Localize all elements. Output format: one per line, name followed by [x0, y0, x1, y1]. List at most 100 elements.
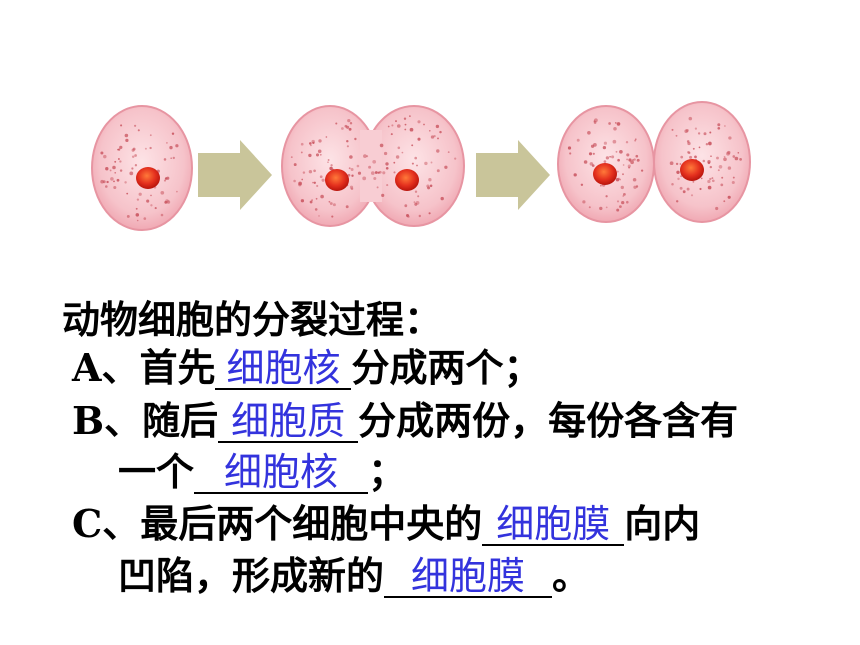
cytoplasm-dot [347, 173, 351, 177]
cytoplasm-dot [312, 181, 314, 184]
cytoplasm-dot [314, 208, 318, 211]
cytoplasm-dot [436, 169, 440, 173]
cytoplasm-dot [675, 200, 679, 203]
cytoplasm-dot [703, 132, 707, 136]
cytoplasm-dot [435, 124, 440, 129]
cytoplasm-dot [383, 151, 388, 156]
cytoplasm-dot [582, 200, 586, 204]
cytoplasm-dot [149, 146, 152, 150]
cytoplasm-dot [110, 177, 114, 181]
cytoplasm-dot [626, 153, 630, 157]
cytoplasm-dot [313, 181, 316, 184]
cytoplasm-dot [391, 124, 394, 127]
cytoplasm-dot [709, 165, 713, 169]
cytoplasm-dot [379, 143, 384, 148]
cytoplasm-dot [401, 151, 404, 154]
cytoplasm-dot [349, 155, 353, 159]
cytoplasm-dot [734, 156, 739, 161]
cytoplasm-dot [346, 139, 349, 143]
step-a: A、首先细胞核分成两个； [72, 344, 542, 392]
cytoplasm-dot [386, 184, 389, 187]
cytoplasm-dot [605, 156, 610, 160]
cytoplasm-dot [320, 194, 324, 199]
cytoplasm-dot [346, 145, 349, 148]
cytoplasm-dot [611, 155, 615, 159]
cytoplasm-dot [731, 180, 735, 185]
cytoplasm-dot [335, 122, 338, 125]
cytoplasm-dot [679, 163, 682, 165]
cytoplasm-dot [372, 159, 377, 164]
cytoplasm-dot [415, 201, 420, 205]
cytoplasm-dot [374, 171, 378, 174]
cytoplasm-dot [134, 154, 137, 157]
cytoplasm-dot [387, 125, 390, 128]
cytoplasm-dot [154, 207, 157, 210]
cytoplasm-dot [136, 198, 140, 201]
cytoplasm-dot [737, 152, 740, 154]
cytoplasm-dot [345, 205, 349, 209]
cytoplasm-dot [720, 183, 724, 187]
cytoplasm-dot [600, 184, 602, 187]
cytoplasm-dot [724, 125, 726, 127]
arrow-right-icon [198, 140, 272, 210]
cytoplasm-dot [414, 156, 418, 160]
cytoplasm-dot [293, 163, 297, 167]
cytoplasm-dot [616, 200, 620, 203]
cytoplasm-dot [116, 178, 120, 182]
cytoplasm-dot [120, 124, 123, 127]
cytoplasm-dot [134, 124, 137, 127]
cytoplasm-dot [692, 180, 695, 183]
cytoplasm-dot [300, 199, 305, 203]
cytoplasm-dot [616, 208, 620, 212]
cytoplasm-dot [350, 168, 354, 171]
cytoplasm-dot [393, 171, 396, 174]
cytoplasm-dot [409, 127, 414, 132]
cytoplasm-dot [330, 164, 333, 167]
cell-stage-2 [281, 105, 465, 227]
cytoplasm-dot [675, 162, 679, 166]
nucleus [593, 163, 617, 185]
cytoplasm-dot [603, 141, 607, 145]
cytoplasm-dot [622, 195, 625, 197]
cytoplasm-dot [160, 213, 164, 217]
cytoplasm-dot [602, 145, 607, 150]
cytoplasm-dot [381, 193, 385, 197]
cytoplasm-dot [620, 185, 624, 190]
cytoplasm-dot [708, 141, 712, 146]
cytoplasm-dot [315, 153, 320, 157]
step-b-continued: 一个细胞核； [118, 448, 406, 496]
cytoplasm-dot [404, 204, 408, 208]
cytoplasm-dot [404, 123, 407, 126]
cytoplasm-dot [687, 141, 691, 146]
cytoplasm-dot [613, 127, 617, 131]
cytoplasm-dot [615, 150, 618, 153]
cytoplasm-dot [727, 195, 731, 199]
cytoplasm-dot [721, 176, 724, 179]
cytoplasm-dot [135, 213, 140, 217]
cytoplasm-dot [311, 139, 315, 144]
cytoplasm-dot [588, 152, 593, 156]
cytoplasm-dot [424, 161, 428, 166]
cytoplasm-dot [621, 200, 625, 205]
cytoplasm-dot [727, 166, 732, 170]
cytoplasm-dot [717, 169, 720, 172]
step-suffix: 分成两份，每份各含有 [358, 398, 739, 443]
cytoplasm-dot [313, 169, 316, 173]
cytoplasm-dot [321, 178, 325, 182]
cytoplasm-dot [131, 167, 134, 170]
cytoplasm-dot [363, 154, 367, 158]
cytoplasm-dot [348, 167, 351, 170]
cytoplasm-dot [739, 158, 742, 161]
cell-division-diagram [91, 101, 751, 231]
cytoplasm-dot [373, 176, 377, 181]
cytoplasm-dot [164, 177, 168, 180]
cytoplasm-dot [669, 161, 674, 166]
step-suffix: 。 [552, 553, 591, 598]
cytoplasm-dot [125, 138, 129, 143]
cytoplasm-dot [308, 170, 313, 174]
cytoplasm-dot [619, 178, 622, 181]
cytoplasm-dot [437, 137, 439, 140]
cytoplasm-dot [417, 137, 421, 141]
